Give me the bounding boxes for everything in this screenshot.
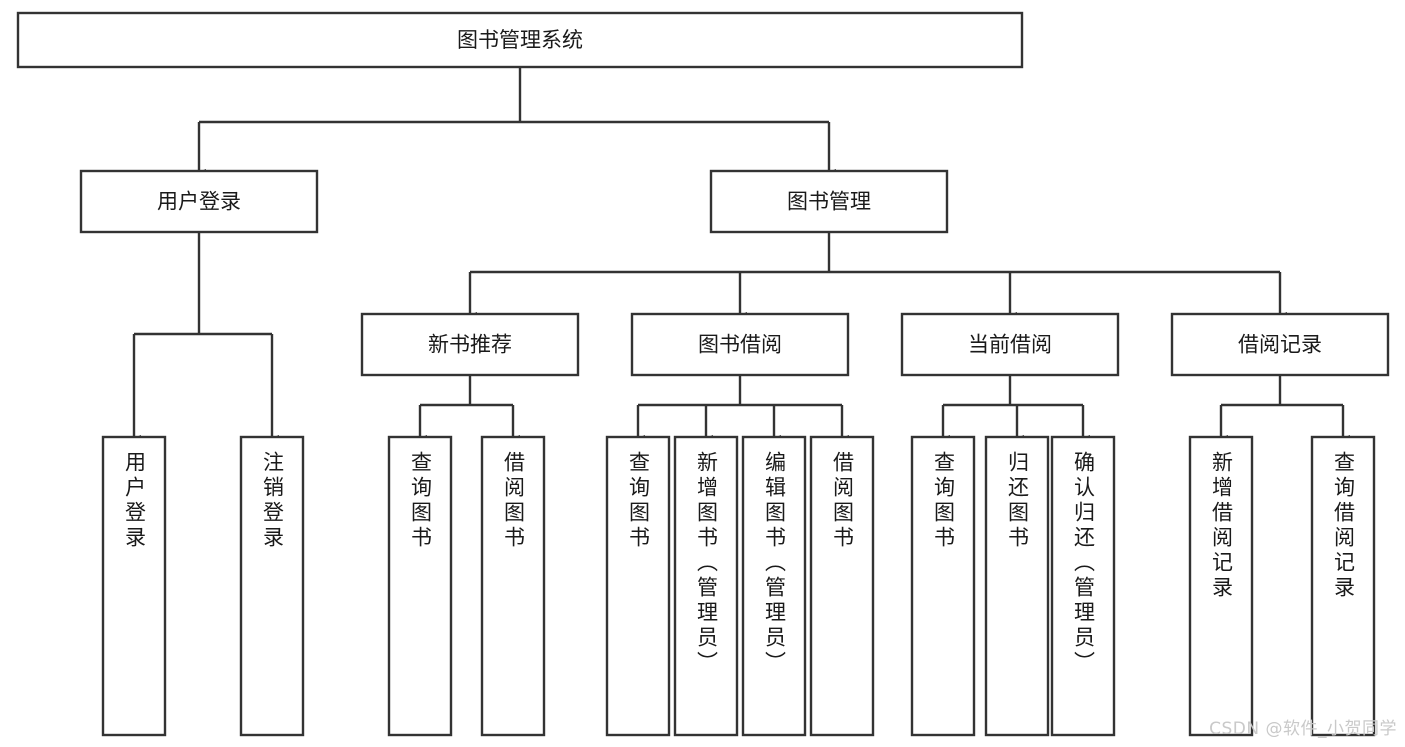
leaf-0-1[interactable] xyxy=(480,435,546,737)
leaf-user-0[interactable] xyxy=(101,435,167,737)
node-level3-2[interactable] xyxy=(900,312,1120,377)
leaf-1-3[interactable] xyxy=(809,435,875,737)
node-level3-0-label: 新书推荐 xyxy=(428,333,512,357)
csdn-watermark: CSDN @软件_小贺同学 xyxy=(1209,719,1397,739)
leaf-0-0[interactable] xyxy=(387,435,453,737)
node-level3-1-label: 图书借阅 xyxy=(698,333,782,357)
node-level3-1[interactable] xyxy=(630,312,850,377)
leaf-3-1[interactable] xyxy=(1310,435,1376,737)
node-level2-1-label: 图书管理 xyxy=(787,190,871,214)
node-level3-3[interactable] xyxy=(1170,312,1390,377)
leaf-2-2[interactable] xyxy=(1050,435,1116,737)
edges-layer xyxy=(127,67,1350,446)
leaf-2-1[interactable] xyxy=(984,435,1050,737)
leaf-2-0[interactable] xyxy=(910,435,976,737)
leaf-1-0[interactable] xyxy=(605,435,671,737)
leaf-user-1[interactable] xyxy=(239,435,305,737)
node-root-label: 图书管理系统 xyxy=(457,28,583,52)
node-level3-2-label: 当前借阅 xyxy=(968,333,1052,357)
leaf-1-1[interactable] xyxy=(673,435,739,737)
node-level2-0[interactable] xyxy=(79,169,319,234)
node-level2-0-label: 用户登录 xyxy=(157,190,241,214)
node-level2-1[interactable] xyxy=(709,169,949,234)
node-level3-0[interactable] xyxy=(360,312,580,377)
node-level3-3-label: 借阅记录 xyxy=(1238,333,1322,357)
node-root[interactable] xyxy=(16,11,1024,69)
leaf-1-2[interactable] xyxy=(741,435,807,737)
leaf-3-0[interactable] xyxy=(1188,435,1254,737)
